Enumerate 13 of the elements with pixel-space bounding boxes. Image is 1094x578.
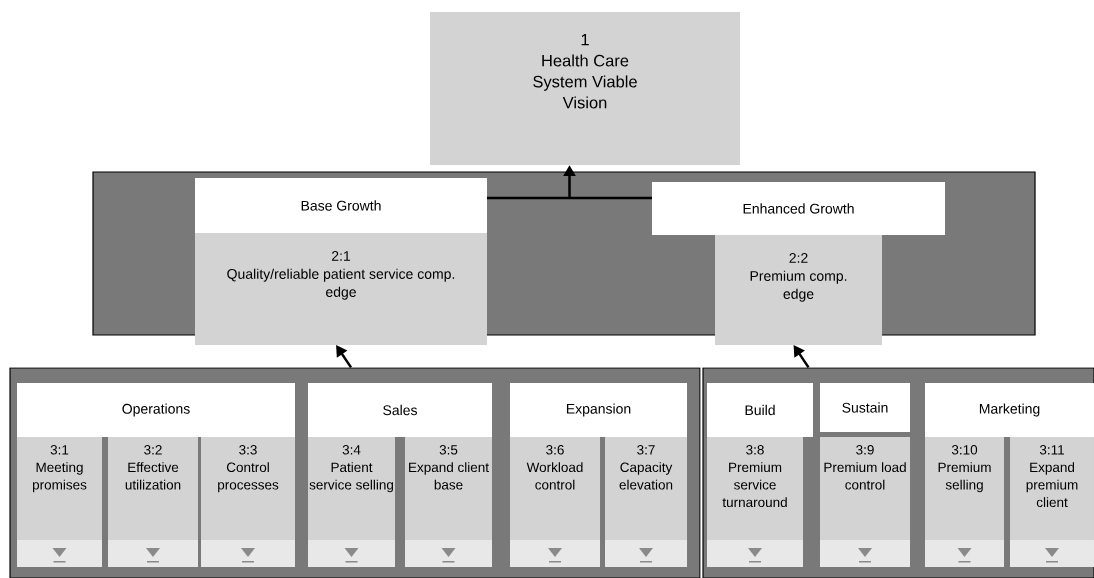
category-header: Enhanced Growth <box>652 182 945 235</box>
category-header: Marketing <box>925 383 1094 437</box>
category-header: Sales <box>308 383 492 437</box>
category-header: Expansion <box>510 383 687 437</box>
category-header: Sustain <box>820 383 910 432</box>
edge-box: 2:2 Premium comp. edge <box>715 235 882 345</box>
category-header: Operations <box>17 383 295 437</box>
arrow <box>793 345 810 369</box>
category-header: Build <box>707 383 813 437</box>
category-header: Base Growth <box>195 178 487 233</box>
arrow <box>336 345 353 369</box>
edge-box: 2:1 Quality/reliable patient service comp. edge <box>195 233 487 345</box>
vision-box: 1 Health Care System Viable Vision <box>430 12 740 165</box>
